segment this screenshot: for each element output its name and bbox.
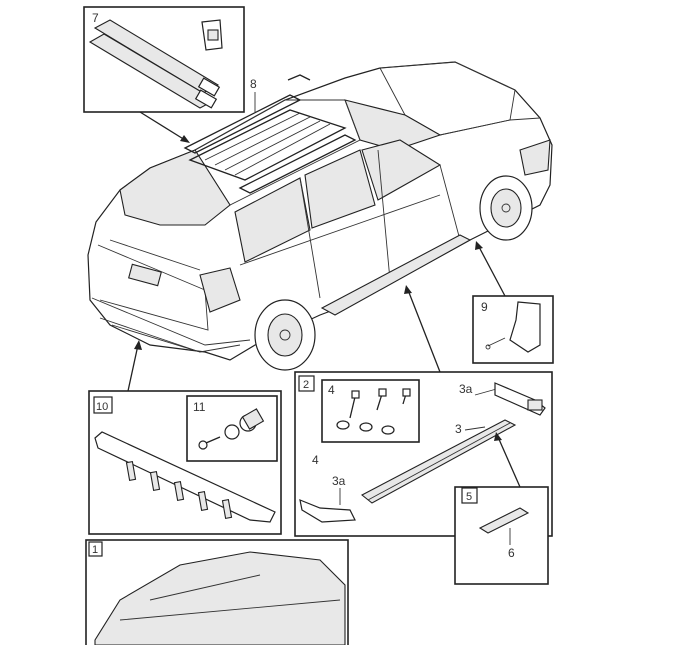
callout-3: 3: [455, 422, 462, 436]
callout-7: 7: [92, 11, 99, 25]
front-wheel: [479, 175, 533, 241]
callout-8: 8: [250, 77, 257, 91]
bracket-lower-icon: [299, 499, 356, 523]
mud-flap-icon: [509, 301, 541, 353]
callout-9: 9: [481, 300, 488, 314]
callout-6: 6: [508, 546, 515, 560]
washer-icon: [224, 424, 240, 440]
leader-arrow-5: [494, 432, 521, 488]
roof-bars-panel: 7: [83, 6, 245, 113]
callout-5: 5: [466, 491, 472, 503]
callout-3a-upper: 3a: [459, 382, 473, 396]
car-cover-panel: 1: [85, 539, 349, 645]
rear-wheel: [254, 299, 316, 371]
roof-bar-lower: [88, 33, 218, 109]
leader-arrow-2: [404, 285, 441, 373]
bolt-kit-panel: 11: [186, 395, 278, 462]
emblem-icon: [478, 507, 530, 534]
roof-bar-clamp-icon: [201, 19, 223, 51]
callout-1: 1: [92, 544, 98, 556]
callout-2: 2: [303, 379, 309, 391]
callout-10: 10: [96, 401, 108, 413]
callout-4-side: 4: [312, 453, 319, 467]
mud-flap-panel: 9: [472, 295, 554, 364]
bolt-icon: [198, 436, 221, 450]
running-board-panel: 2 4 3a 3 4 3a: [294, 371, 553, 537]
leader-arrow-10: [127, 340, 142, 392]
car-cover-icon: [94, 551, 346, 645]
callout-3a-lower: 3a: [332, 474, 346, 488]
screw-icon: [336, 388, 411, 435]
callout-4: 4: [328, 383, 335, 397]
skid-plate-icon: [94, 431, 276, 523]
vehicle-drawing: [87, 61, 553, 371]
leader-arrow-7: [139, 111, 190, 143]
roof-rack: [183, 74, 357, 194]
callout-11: 11: [193, 400, 206, 414]
emblem-panel: 5 6: [454, 486, 549, 585]
leader-arrow-9: [475, 241, 506, 297]
